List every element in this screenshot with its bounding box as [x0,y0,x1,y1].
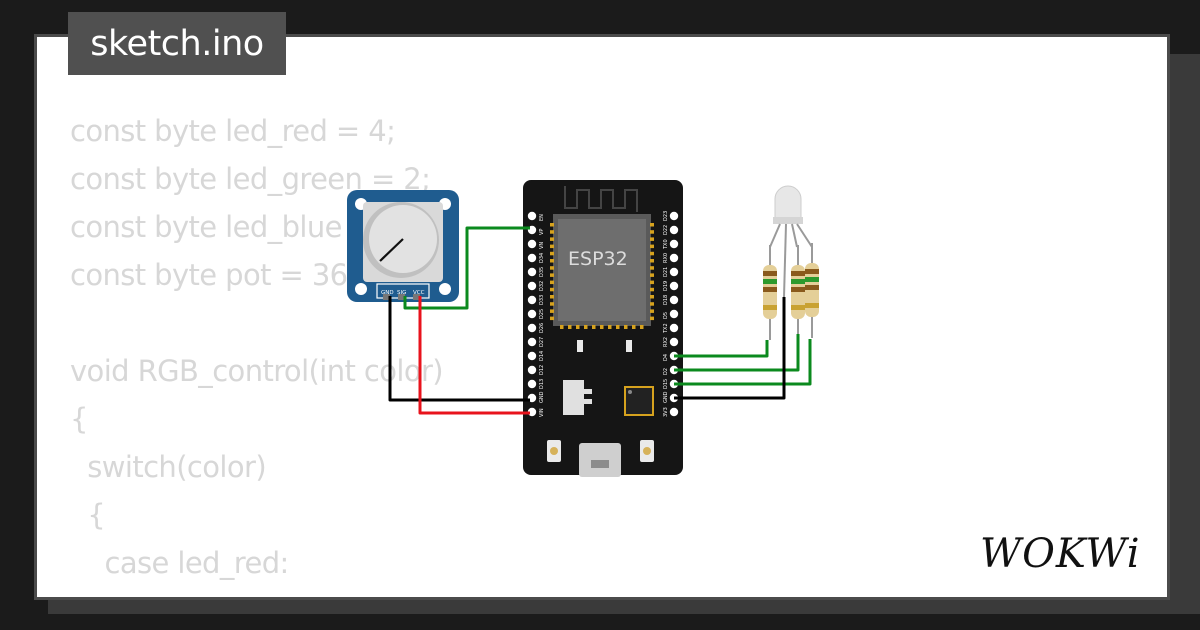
pin-label: D18 [663,295,669,305]
pin-right-d18[interactable] [669,295,679,305]
pin-label: D34 [539,253,545,263]
pin-label: D27 [539,337,545,347]
wokwi-logo: WOKWi [980,531,1141,577]
board-label: ESP32 [568,248,628,270]
pin-label: D19 [663,281,669,291]
file-tab[interactable]: sketch.ino [68,12,286,75]
pin-label: D21 [663,267,669,277]
pin-label: D25 [539,309,545,319]
code-line: case led_red: [70,546,289,580]
preview-card: const byte led_red = 4;const byte led_gr… [34,34,1170,600]
pin-right-rx0[interactable] [669,253,679,263]
pin-left-d14[interactable] [527,351,537,361]
wire-vcc-pot [418,296,530,415]
pin-label: 3V3 [663,407,669,417]
pin-left-d13[interactable] [527,379,537,389]
code-line: { [70,498,106,532]
resistor[interactable] [791,245,805,340]
pin-label: D33 [539,295,545,305]
pin-left-d34[interactable] [527,253,537,263]
pin-left-vn[interactable] [527,239,537,249]
pin-label: VP [539,229,545,235]
wire-sig [403,226,530,310]
pin-left-en[interactable] [527,211,537,221]
resistor[interactable] [805,243,819,338]
pin-label: D12 [539,365,545,375]
code-line: const byte led_red = 4; [70,114,396,148]
pin-left-d27[interactable] [527,337,537,347]
pin-label: GND [663,391,669,403]
wire-d4 [674,340,769,358]
pin-label: D4 [663,354,669,361]
pin-right-d21[interactable] [669,267,679,277]
pin-label: D22 [663,225,669,235]
pin-label: D5 [663,312,669,319]
wire-gnd-led [674,297,786,400]
code-line: void RGB_control(int color) [70,354,444,388]
pin-left-d35[interactable] [527,267,537,277]
pin-label: TX0 [663,239,669,250]
rgb-led[interactable] [769,185,813,298]
pin-label: VN [539,242,545,249]
wire-gnd-pot [388,296,530,402]
pin-left-d26[interactable] [527,323,537,333]
code-line: const byte pot = 36; [70,258,357,292]
pin-label: EN [539,214,545,221]
code-line: { [70,402,88,436]
pin-label: D2 [663,368,669,375]
pin-label: D32 [539,281,545,291]
pin-label: D14 [539,351,545,361]
pin-left-d33[interactable] [527,295,537,305]
pin-label: RX2 [663,337,669,347]
pin-label: TX2 [663,323,669,334]
pin-label: GND [539,391,545,403]
pin-right-d23[interactable] [669,211,679,221]
wire-d15 [674,339,812,386]
pin-label: D15 [663,379,669,389]
code-line: switch(color) [70,450,267,484]
pin-left-d32[interactable] [527,281,537,291]
pin-right-tx0[interactable] [669,239,679,249]
pin-left-d12[interactable] [527,365,537,375]
pin-label: D26 [539,323,545,333]
pin-label: D35 [539,267,545,277]
pin-label: D13 [539,379,545,389]
wokwi-logo-text: WOKWi [980,531,1141,577]
pin-label: VIN [539,408,545,417]
pin-label: RX0 [663,253,669,263]
wires [388,226,812,415]
resistor[interactable] [763,245,777,340]
code-editor: const byte led_red = 4;const byte led_gr… [70,107,504,597]
esp32-board[interactable]: ESP32 ENVPVND34D35D32D33D25D26D27D14D12D… [523,180,683,477]
pin-right-rx2[interactable] [669,337,679,347]
voltage-regulator [563,380,584,415]
pin-right-d5[interactable] [669,309,679,319]
wire-d2 [674,334,800,372]
knob-indicator [379,238,404,262]
pin-right-d22[interactable] [669,225,679,235]
pin-label: D23 [663,211,669,221]
pin-right-d19[interactable] [669,281,679,291]
pin-left-d25[interactable] [527,309,537,319]
pin-right-tx2[interactable] [669,323,679,333]
code-line: digitalWrite(led_red, HIGH); [70,587,504,597]
pin-right-3v3[interactable] [669,407,679,417]
